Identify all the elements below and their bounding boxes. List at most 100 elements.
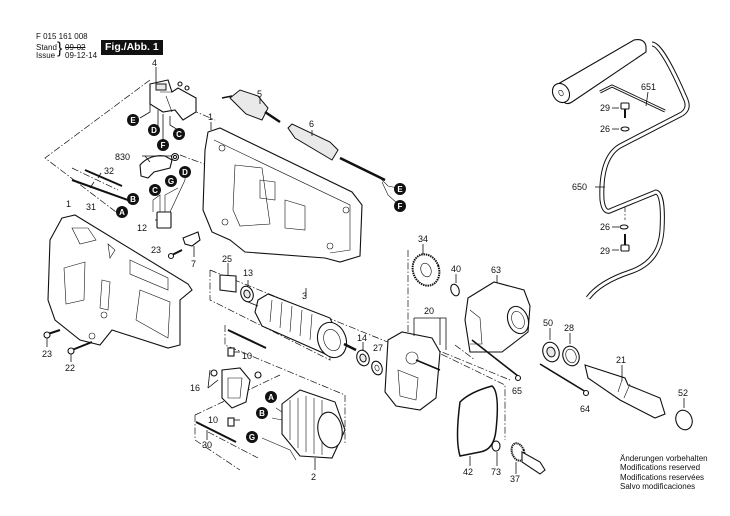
- switch-part: [139, 67, 197, 140]
- connector-E-switch: E: [127, 114, 139, 126]
- label-part-651: 651: [641, 82, 656, 92]
- label-part-20: 20: [424, 306, 434, 316]
- svg-text:C: C: [176, 130, 182, 139]
- connector-markers: E D C F C G D B A E F A B G: [116, 114, 406, 443]
- circlip-40: [450, 274, 460, 297]
- svg-text:D: D: [182, 168, 188, 177]
- label-part-42: 42: [463, 467, 473, 477]
- label-part-26-lower: 26: [600, 222, 610, 232]
- svg-text:E: E: [130, 116, 136, 125]
- svg-text:D: D: [151, 126, 157, 135]
- spindle-21: [584, 364, 666, 419]
- pinion-37: [510, 442, 546, 475]
- washer-28: [562, 333, 580, 367]
- document-number: F 015 161 008: [36, 32, 88, 41]
- pins-31-32: [71, 169, 129, 201]
- stand-label: Stand: [36, 43, 57, 52]
- connector-F-cord: F: [394, 200, 406, 212]
- housing-left-half: [47, 214, 193, 349]
- svg-text:F: F: [161, 141, 166, 150]
- label-part-29-upper: 29: [600, 103, 610, 113]
- label-part-5: 5: [257, 89, 262, 99]
- brush-holder-12: [152, 170, 186, 229]
- label-part-64: 64: [580, 404, 590, 414]
- label-part-7: 7: [191, 259, 196, 269]
- label-part-21: 21: [616, 355, 626, 365]
- screw-65: [471, 339, 522, 382]
- connector-C-brush: C: [149, 184, 161, 196]
- hex-key-651: [599, 84, 666, 113]
- gear-housing-63: [464, 275, 531, 353]
- label-part-3: 3: [302, 291, 307, 301]
- svg-text:B: B: [259, 409, 265, 418]
- svg-text:A: A: [268, 393, 274, 402]
- label-part-12: 12: [137, 223, 147, 233]
- connector-B-coil: B: [256, 407, 268, 419]
- pin-upper: [227, 329, 267, 349]
- gear-34: [411, 244, 441, 287]
- label-part-10-upper: 10: [242, 351, 252, 361]
- connector-E-cord: E: [394, 183, 406, 195]
- washer-26a: [612, 126, 630, 132]
- connector-F-switch: F: [157, 139, 169, 151]
- label-part-65: 65: [512, 386, 522, 396]
- connector-G-coil: G: [246, 431, 258, 443]
- label-part-13: 13: [243, 268, 253, 278]
- notice-line-en: Modifications reserved: [620, 463, 701, 473]
- label-part-23-lower: 23: [42, 349, 52, 359]
- bearing-seat-25: [219, 263, 237, 293]
- label-part-73: 73: [491, 467, 501, 477]
- svg-text:F: F: [398, 202, 403, 211]
- svg-text:A: A: [119, 208, 125, 217]
- notice-line-fr: Modifications reservées: [620, 472, 705, 482]
- issue-label: Issue: [36, 51, 56, 60]
- auxiliary-handle-650: [551, 39, 690, 300]
- label-part-830: 830: [115, 152, 130, 162]
- svg-text:E: E: [397, 185, 403, 194]
- power-cord-5: [221, 89, 281, 124]
- gear-flange-20: [384, 317, 447, 411]
- bearing-13: [240, 280, 254, 303]
- label-part-52: 52: [678, 388, 688, 398]
- figure-label: Fig./Abb. 1: [101, 40, 163, 55]
- label-part-30: 30: [202, 440, 212, 450]
- label-part-23-upper: 23: [151, 245, 161, 255]
- gasket-42: [456, 385, 499, 466]
- label-part-650: 650: [572, 182, 587, 192]
- cover-830: [139, 152, 180, 179]
- screw-64: [539, 363, 590, 397]
- label-part-63: 63: [491, 265, 501, 275]
- circlip-52: [675, 398, 693, 431]
- label-part-37: 37: [510, 474, 520, 484]
- svg-text:G: G: [168, 177, 174, 186]
- label-part-10-lower: 10: [208, 415, 218, 425]
- washer-27: [371, 360, 383, 376]
- label-part-29-lower: 29: [600, 246, 610, 256]
- label-part-16: 16: [190, 383, 200, 393]
- stand-value: 09-02: [65, 43, 86, 52]
- connector-A-coil: A: [265, 391, 277, 403]
- label-part-1-left: 1: [66, 199, 71, 209]
- connector-B-pin: B: [127, 193, 139, 205]
- carbon-brush-10a: [227, 347, 240, 357]
- label-part-25: 25: [222, 254, 232, 264]
- label-part-28: 28: [564, 323, 574, 333]
- connector-D-brush: D: [179, 166, 191, 178]
- label-part-50: 50: [543, 318, 553, 328]
- label-part-4: 4: [152, 58, 157, 68]
- pin-30: [195, 421, 237, 443]
- screw-29a: [612, 102, 630, 118]
- bearing-14: [356, 342, 370, 367]
- label-part-14: 14: [357, 333, 367, 343]
- svg-text:G: G: [249, 433, 255, 442]
- notice-line-de: Änderungen vorbehalten: [620, 454, 708, 463]
- issue-value: 09-12-14: [65, 51, 98, 60]
- label-part-1-right: 1: [208, 112, 213, 122]
- washer-26b: [612, 224, 629, 230]
- screws-22-23: [43, 329, 93, 362]
- bearing-50: [542, 328, 560, 363]
- field-coil-2: [261, 389, 346, 470]
- connector-D-switch: D: [148, 124, 160, 136]
- cord-clamp-7: [167, 231, 201, 260]
